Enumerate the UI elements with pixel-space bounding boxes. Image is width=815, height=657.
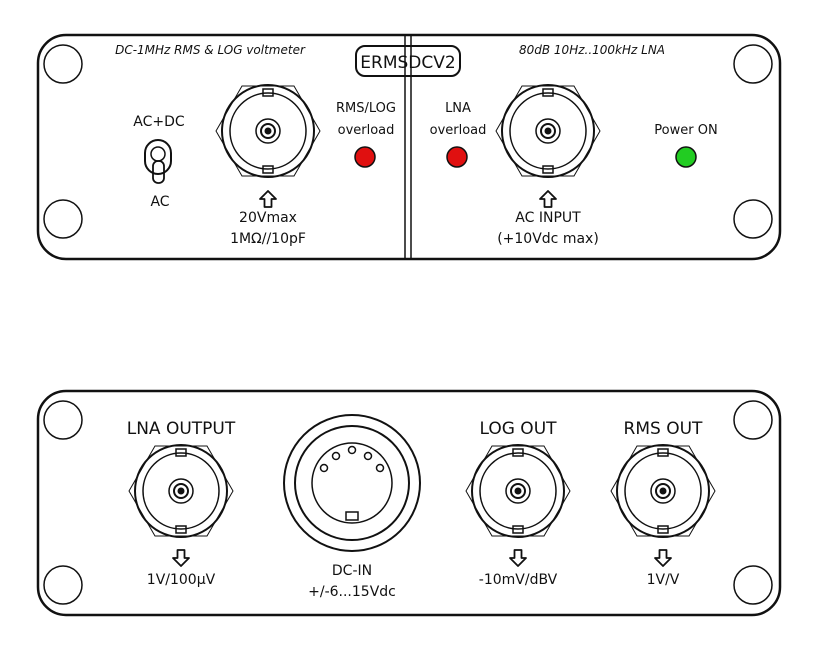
- lna-led-label-bottom: overload: [430, 123, 487, 138]
- model-badge-frame: [355, 45, 461, 77]
- lna-output-scale: 1V/100µV: [147, 572, 216, 588]
- voltmeter-input-bnc-connector[interactable]: [215, 84, 321, 178]
- mounting-hole-icon: [43, 44, 83, 84]
- log-out-title: LOG OUT: [479, 419, 557, 439]
- log-out-bnc-connector[interactable]: [465, 444, 571, 538]
- front-panel-outline: [36, 33, 782, 261]
- lna-input-max: (+10Vdc max): [497, 231, 599, 247]
- rms-overload-led: [354, 146, 376, 168]
- mounting-hole-icon: [733, 199, 773, 239]
- lna-input-bnc-connector[interactable]: [495, 84, 601, 178]
- voltmeter-input-impedance: 1MΩ//10pF: [230, 231, 306, 247]
- back-panel: LNA OUTPUT 1V/100µV DC-IN +/-6...15Vdc L…: [36, 389, 782, 617]
- switch-label-ac: AC: [150, 194, 169, 210]
- rms-led-label-bottom: overload: [338, 123, 395, 138]
- mounting-hole-icon: [43, 199, 83, 239]
- mounting-hole-icon: [733, 565, 773, 605]
- dc-in-din-connector[interactable]: [283, 414, 421, 552]
- ac-dc-toggle-switch[interactable]: [144, 139, 172, 184]
- power-led: [675, 146, 697, 168]
- arrow-down-icon: [172, 549, 190, 567]
- lna-overload-led: [446, 146, 468, 168]
- front-panel: DC-1MHz RMS & LOG voltmeter 80dB 10Hz..1…: [36, 33, 782, 261]
- dc-in-label: DC-IN: [332, 563, 372, 579]
- mounting-hole-icon: [43, 400, 83, 440]
- lna-led-label-top: LNA: [445, 101, 471, 116]
- arrow-down-icon: [654, 549, 672, 567]
- voltmeter-input-max: 20Vmax: [239, 210, 297, 226]
- voltmeter-subtitle: DC-1MHz RMS & LOG voltmeter: [115, 43, 306, 57]
- lna-subtitle: 80dB 10Hz..100kHz LNA: [519, 43, 665, 57]
- log-out-scale: -10mV/dBV: [479, 572, 558, 588]
- back-panel-outline: [36, 389, 782, 617]
- mounting-hole-icon: [733, 400, 773, 440]
- dc-in-range: +/-6...15Vdc: [308, 584, 396, 600]
- rms-led-label-top: RMS/LOG: [336, 101, 396, 116]
- rms-out-title: RMS OUT: [624, 419, 703, 439]
- arrow-down-icon: [509, 549, 527, 567]
- mounting-hole-icon: [733, 44, 773, 84]
- model-badge: ERMSDCV2: [360, 53, 455, 73]
- lna-output-title: LNA OUTPUT: [127, 419, 236, 439]
- arrow-up-icon: [539, 190, 557, 208]
- switch-label-acdc: AC+DC: [133, 114, 185, 130]
- power-led-label: Power ON: [654, 123, 717, 138]
- arrow-up-icon: [259, 190, 277, 208]
- lna-output-bnc-connector[interactable]: [128, 444, 234, 538]
- rms-out-scale: 1V/V: [647, 572, 680, 588]
- mounting-hole-icon: [43, 565, 83, 605]
- lna-input-label: AC INPUT: [515, 210, 581, 226]
- rms-out-bnc-connector[interactable]: [610, 444, 716, 538]
